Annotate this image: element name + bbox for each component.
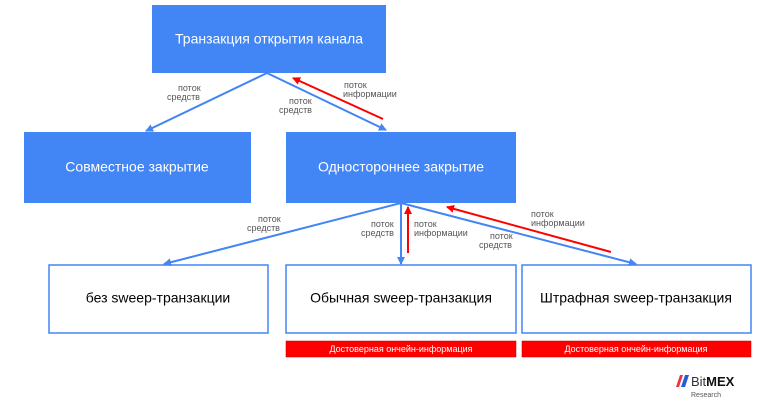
arrow-funds-cooperative (145, 72, 268, 132)
svg-text:Research: Research (691, 392, 721, 399)
svg-text:поток: поток (371, 219, 394, 229)
svg-text:поток: поток (178, 83, 201, 93)
svg-text:информации: информации (343, 89, 397, 99)
arrow-funds-no-sweep (163, 202, 402, 267)
arrow-funds-unilateral (266, 72, 387, 131)
label-funds-flow: поток средств (361, 219, 394, 238)
svg-text:средств: средств (279, 105, 312, 115)
badge-label: Достоверная ончейн-информация (564, 344, 707, 354)
node-label: Одностороннее закрытие (318, 159, 484, 175)
bitmex-logo-icon (676, 375, 683, 387)
svg-text:поток: поток (414, 219, 437, 229)
badge-label: Достоверная ончейн-информация (329, 344, 472, 354)
svg-text:BitMEX: BitMEX (691, 374, 735, 389)
svg-text:информации: информации (531, 218, 585, 228)
node-label: Транзакция открытия канала (175, 31, 363, 47)
svg-text:поток: поток (531, 209, 554, 219)
node-normal-sweep: Обычная sweep-транзакция (285, 264, 517, 334)
arrow-info-funding (292, 77, 384, 120)
svg-text:информации: информации (414, 228, 468, 238)
node-label: Штрафная sweep-транзакция (540, 290, 732, 306)
svg-text:средств: средств (247, 223, 280, 233)
svg-text:поток: поток (289, 96, 312, 106)
svg-text:поток: поток (258, 214, 281, 224)
bitmex-research-logo: BitMEX Research (676, 374, 735, 399)
label-funds-flow: поток средств (247, 214, 281, 233)
arrow-info-penalty-sweep (446, 204, 612, 253)
label-funds-flow: поток средств (279, 96, 312, 115)
node-cooperative-close: Совместное закрытие (24, 132, 251, 203)
badge-normal-onchain-info: Достоверная ончейн-информация (285, 340, 517, 358)
svg-text:средств: средств (167, 92, 200, 102)
svg-text:поток: поток (344, 80, 367, 90)
svg-text:поток: поток (490, 231, 513, 241)
label-info-flow: поток информации (343, 80, 397, 99)
badge-penalty-onchain-info: Достоверная ончейн-информация (521, 340, 752, 358)
label-info-flow: поток информации (414, 219, 468, 238)
node-label: без sweep-транзакции (86, 290, 230, 306)
node-label: Обычная sweep-транзакция (310, 290, 492, 306)
svg-text:средств: средств (479, 240, 512, 250)
node-no-sweep: без sweep-транзакции (48, 264, 269, 334)
node-label: Совместное закрытие (65, 159, 209, 175)
label-funds-flow: поток средств (167, 83, 201, 102)
arrow-funds-penalty-sweep (400, 202, 637, 267)
label-funds-flow: поток средств (479, 231, 513, 250)
node-funding-transaction: Транзакция открытия канала (152, 5, 386, 73)
label-info-flow: поток информации (531, 209, 585, 228)
node-unilateral-close: Одностороннее закрытие (286, 132, 516, 203)
node-penalty-sweep: Штрафная sweep-транзакция (521, 264, 752, 334)
svg-text:средств: средств (361, 228, 394, 238)
